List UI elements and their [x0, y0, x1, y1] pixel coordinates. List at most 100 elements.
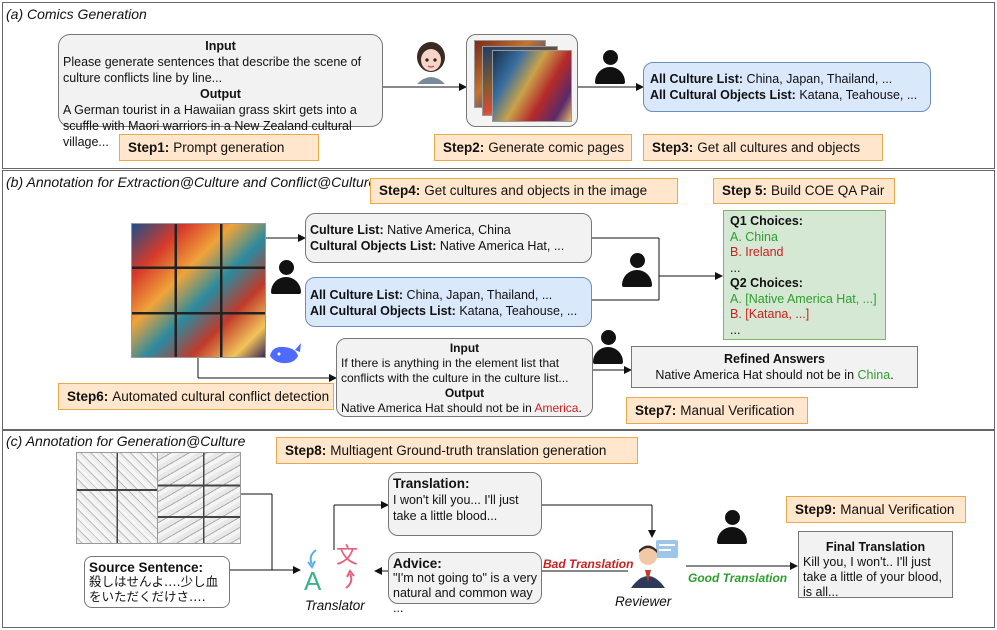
translator-glyph-b: 文: [336, 543, 359, 568]
all-culture-label: All Culture List:: [650, 72, 744, 86]
conflict-input-text: If there is anything in the element list…: [341, 356, 569, 385]
step6-label: Step6:: [67, 388, 109, 404]
final-heading: Final Translation: [825, 540, 926, 554]
step3-label: Step3:: [652, 139, 694, 155]
refined-line: Native America Hat should not be in Chin…: [636, 367, 913, 383]
step1-text: Prompt generation: [173, 139, 285, 155]
refined-heading: Refined Answers: [724, 352, 825, 366]
prompt-io-box: Input Please generate sentences that des…: [58, 34, 383, 149]
culture-list-box: Culture List: Native America, China Cult…: [305, 213, 592, 263]
refined-post: .: [890, 368, 894, 382]
all-objects-value: Katana, Teahouse, ...: [799, 88, 918, 102]
reviewer-icon: [628, 538, 680, 590]
step7-text: Manual Verification: [680, 402, 795, 418]
source-heading: Source Sentence:: [89, 560, 204, 575]
objects-list-label: Cultural Objects List:: [310, 239, 437, 253]
refined-green: China: [857, 368, 891, 382]
q2-more: ...: [730, 322, 741, 337]
objects-list-value: Native America Hat, ...: [439, 239, 565, 253]
bad-translation-label: Bad Translation: [543, 557, 634, 571]
step3-text: Get all cultures and objects: [697, 139, 861, 155]
output-text: A German tourist in a Hawaiian grass ski…: [63, 103, 357, 149]
step7-label: Step7:: [635, 402, 677, 418]
input-text: Please generate sentences that describe …: [63, 55, 362, 85]
step2-badge: Step2:Generate comic pages: [434, 134, 632, 161]
conflict-output-heading: Output: [444, 386, 485, 400]
translation-box: Translation: I won't kill you... I'll ju…: [388, 472, 542, 536]
step9-badge: Step9:Manual Verification: [786, 496, 966, 523]
step1-badge: Step1:Prompt generation: [119, 134, 319, 161]
step9-label: Step9:: [795, 501, 837, 517]
translator-icon: [302, 540, 362, 598]
annotator-person-icon-a: [595, 50, 625, 84]
section-c-title: (c) Annotation for Generation@Culture: [6, 433, 246, 449]
q1-choice-a: A. China: [730, 229, 778, 244]
culture-list-label: Culture List:: [310, 223, 384, 237]
step5-text: Build COE QA Pair: [771, 183, 885, 198]
step8-text: Multiagent Ground-truth translation gene…: [330, 442, 607, 458]
output-heading: Output: [200, 87, 241, 101]
step8-label: Step8:: [285, 442, 327, 458]
all-objects-value-b: Katana, Teahouse, ...: [459, 304, 578, 318]
all-objects-label-b: All Cultural Objects List:: [310, 304, 456, 318]
step4-badge: Step4:Get cultures and objects in the im…: [370, 178, 678, 204]
translation-text: I won't kill you... I'll just take a lit…: [393, 493, 519, 523]
whale-logo-icon: [268, 340, 302, 368]
step7-badge: Step7:Manual Verification: [626, 397, 808, 424]
all-culture-label-b: All Culture List:: [310, 288, 404, 302]
all-cultures-box-b: All Culture List: China, Japan, Thailand…: [305, 277, 592, 327]
all-cultures-box-a: All Culture List: China, Japan, Thailand…: [643, 62, 931, 112]
step6-badge: Step6:Automated cultural conflict detect…: [58, 383, 334, 410]
advice-box: Advice: "I'm not going to" is a very nat…: [388, 552, 542, 615]
q2-choice-a: A. [Native America Hat, ...]: [730, 291, 877, 306]
culture-list-value: Native America, China: [387, 223, 511, 237]
translation-heading: Translation:: [393, 476, 470, 491]
comic-page-front-image: [492, 50, 572, 122]
refined-pre: Native America Hat should not be in: [655, 368, 858, 382]
q1-heading: Q1 Choices:: [730, 214, 803, 228]
manga-page-right-image: [157, 452, 241, 544]
comic-page-image-b: [131, 223, 266, 358]
good-translation-label: Good Translation: [688, 571, 788, 585]
annotator-person-icon-b3: [593, 330, 623, 364]
step4-label: Step4:: [379, 183, 421, 198]
step1-label: Step1:: [128, 139, 170, 155]
q2-heading: Q2 Choices:: [730, 276, 803, 290]
all-culture-value: China, Japan, Thailand, ...: [746, 72, 893, 86]
all-objects-label: All Cultural Objects List:: [650, 88, 796, 102]
generator-avatar-icon: [414, 40, 448, 84]
conflict-output-line: Native America Hat should not be in Amer…: [341, 401, 588, 416]
step5-label: Step 5:: [722, 183, 768, 198]
translator-glyph-a: A: [304, 566, 322, 596]
source-sentence-box: Source Sentence: 殺しはせんよ‥‥少し血をいただくだけさ‥‥: [84, 556, 230, 608]
advice-text: "I'm not going to" is a very natural and…: [393, 571, 537, 615]
final-translation-box: Final Translation Kill you, I won't.. I'…: [798, 531, 953, 599]
step5-badge: Step 5:Build COE QA Pair: [713, 178, 895, 204]
advice-heading: Advice:: [393, 556, 442, 571]
section-a-title: (a) Comics Generation: [6, 6, 147, 22]
q2-choice-b: B. [Katana, ...]: [730, 307, 810, 321]
step9-text: Manual Verification: [840, 501, 955, 517]
conflict-output-red: America: [534, 401, 579, 415]
conflict-io-box: Input If there is anything in the elemen…: [336, 338, 593, 417]
annotator-person-icon-c: [717, 510, 747, 544]
refined-answers-box: Refined Answers Native America Hat shoul…: [631, 346, 918, 388]
source-text: 殺しはせんよ‥‥少し血をいただくだけさ‥‥: [89, 575, 219, 604]
section-c-frame: [2, 430, 995, 628]
conflict-output-post: .: [578, 401, 582, 415]
step8-badge: Step8:Multiagent Ground-truth translatio…: [276, 437, 638, 464]
step2-label: Step2:: [443, 139, 485, 155]
translator-label: Translator: [305, 598, 365, 613]
step2-text: Generate comic pages: [488, 139, 625, 155]
step3-badge: Step3:Get all cultures and objects: [643, 134, 883, 161]
section-b-frame: [2, 170, 995, 430]
all-culture-value-b: China, Japan, Thailand, ...: [406, 288, 553, 302]
input-heading: Input: [205, 39, 236, 53]
manga-page-left-image: [76, 452, 160, 544]
q1-more: ...: [730, 260, 741, 275]
annotator-person-icon-b1: [271, 260, 301, 294]
step6-text: Automated cultural conflict detection: [112, 388, 330, 404]
annotator-person-icon-b2: [622, 253, 652, 287]
qa-pair-box: Q1 Choices: A. China B. Ireland ... Q2 C…: [723, 210, 886, 340]
step4-text: Get cultures and objects in the image: [424, 183, 648, 198]
